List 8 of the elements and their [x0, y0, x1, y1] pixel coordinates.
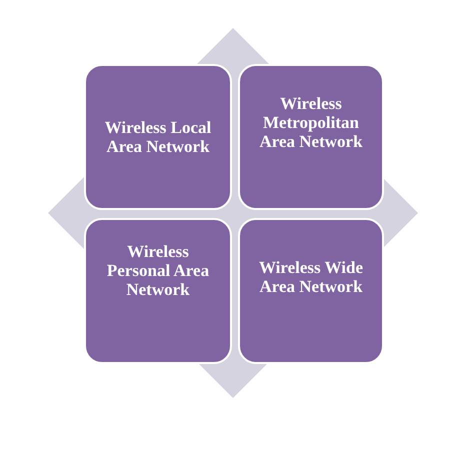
rounded-box: [238, 64, 384, 210]
rounded-box: [84, 218, 232, 364]
box-label: Wireless Personal Area Network: [106, 242, 210, 299]
box-label: Wireless Metropolitan Area Network: [258, 94, 364, 151]
rounded-box: [84, 64, 232, 210]
box-label: Wireless Local Area Network: [104, 118, 212, 156]
rounded-box: [238, 218, 384, 364]
box-label: Wireless Wide Area Network: [258, 258, 364, 296]
